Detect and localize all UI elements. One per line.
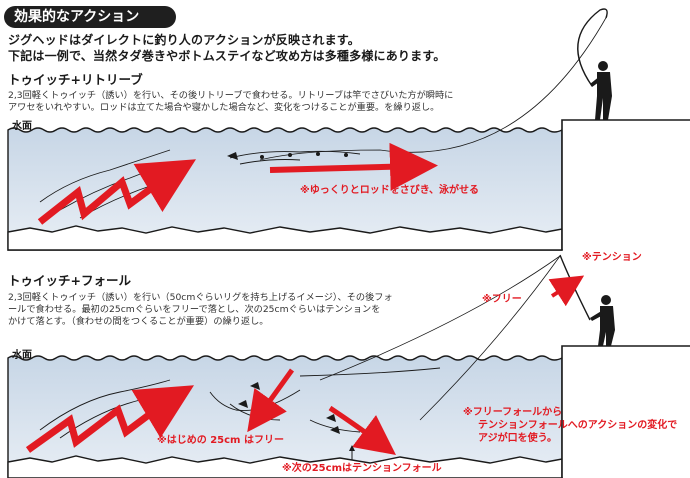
section2-desc-line-2: ールで食わせる。最初の25cmぐらいをフリーで落とし、次の25cmぐらいはテンシ… <box>8 304 381 315</box>
action-change-note-line-2: テンションフォールへのアクションの変化で <box>478 420 678 431</box>
jighead-icon <box>227 152 348 160</box>
action-change-note-line-3: アジが口を使う。 <box>478 433 557 444</box>
intro-line-2: 下記は一例で、当然タダ巻きやボトムステイなど攻め方は多種多様にあります。 <box>8 49 446 63</box>
fishing-line-2a <box>319 255 561 381</box>
tension-fall-arrow <box>328 405 397 455</box>
section1-desc-line-2: アワセをいれやすい。ロッドは立てた場合や寝かした場合など、変化をつけることが重要… <box>8 102 440 113</box>
free-25cm-note: ※はじめの 25cm はフリー <box>157 435 284 446</box>
jighead-icons-2 <box>238 382 340 434</box>
rod-1 <box>577 8 608 87</box>
free-fall-arrow <box>247 368 295 433</box>
tension-label: ※テンション <box>582 252 642 263</box>
free-label: ※フリー <box>482 294 522 305</box>
section1-heading: トゥイッチ+リトリーブ <box>8 72 143 87</box>
pier-1 <box>561 119 690 250</box>
section2-desc-line-1: 2,3回軽くトゥイッチ（誘い）を行い（50cmぐらいリグを持ち上げるイメージ）、… <box>8 292 393 303</box>
retrieve-arrow <box>269 142 438 191</box>
twitch-arrow-1 <box>37 159 197 225</box>
action-change-note-line-1: ※フリーフォールから <box>463 407 563 418</box>
fishing-line-2b <box>419 255 561 421</box>
pier-2 <box>561 345 690 478</box>
intro-line-1: ジグヘッドはダイレクトに釣り人のアクションが反映されます。 <box>8 33 361 47</box>
section2-desc-line-3: かけて落とす。（食わせの間をつくることが重要）の繰り返し。 <box>8 316 269 327</box>
twitch-arrow-2 <box>25 385 195 453</box>
section1-desc-line-1: 2,3回軽くトゥイッチ（誘い）を行い、その後リトリーブで食わせる。リトリーブは竿… <box>8 90 454 101</box>
section2-heading: トゥイッチ+フォール <box>8 273 131 288</box>
water-surface-label-2: 水面 <box>12 350 32 361</box>
section-title-badge: 効果的なアクション <box>4 6 176 28</box>
tension-arrow <box>548 275 585 307</box>
angler-figure-2 <box>590 295 615 346</box>
retrieve-note: ※ゆっくりとロッドをさびき、泳がせる <box>300 185 480 196</box>
tension-25cm-note: ※次の25cmはテンションフォール <box>282 463 442 474</box>
water-surface-label-1: 水面 <box>12 121 32 132</box>
angler-figure-1 <box>590 61 612 120</box>
